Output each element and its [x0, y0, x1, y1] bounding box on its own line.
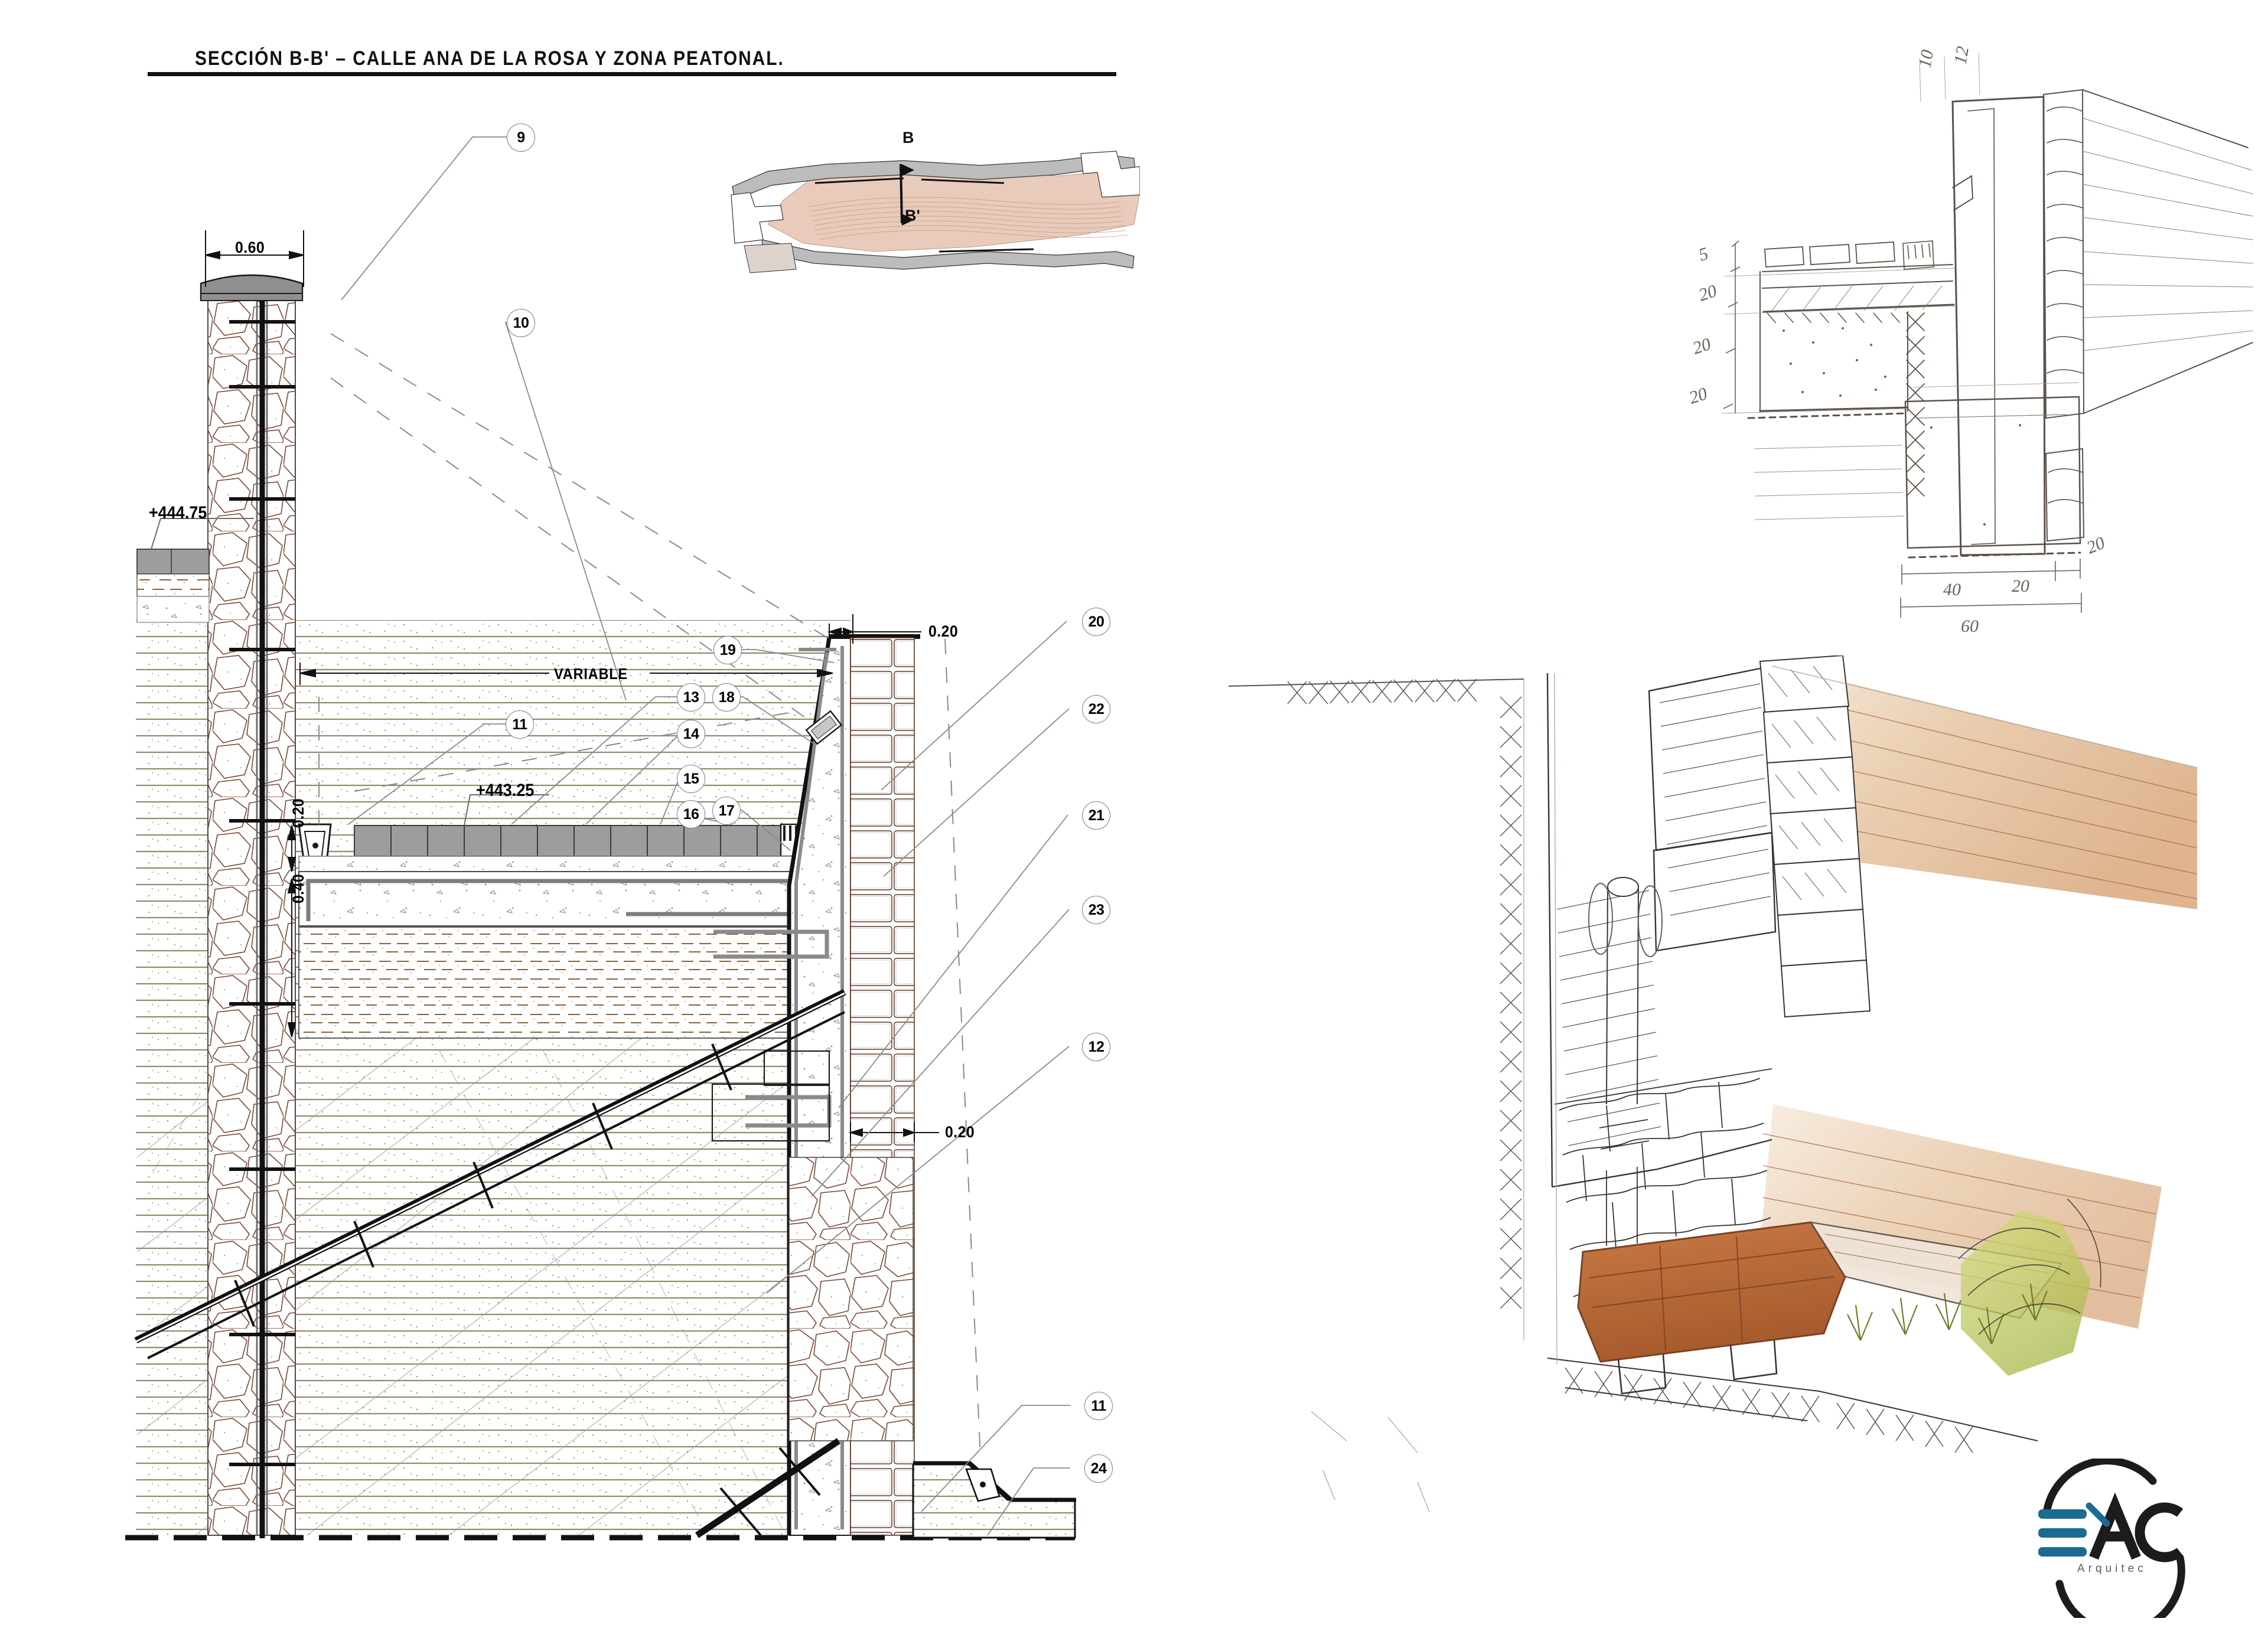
title-underline [148, 72, 1116, 76]
callout-21[interactable]: 21 [1082, 801, 1110, 830]
callout-14[interactable]: 14 [677, 720, 705, 748]
sketch-dim-40: 40 [1943, 580, 1961, 599]
logo-accent [2085, 1502, 2110, 1527]
sketch-dim-12: 12 [1950, 45, 1973, 66]
logo-subtitle: Arquitec [2077, 1562, 2147, 1575]
section-line-bb [900, 164, 914, 226]
sketch-dim-20e: 20 [2012, 576, 2029, 596]
callout-16[interactable]: 16 [677, 800, 705, 828]
logo-arc-top [2042, 1457, 2157, 1517]
callout-22[interactable]: 22 [1082, 695, 1110, 723]
dim-walk-width: VARIABLE [554, 665, 628, 683]
callout-24[interactable]: 24 [1084, 1454, 1113, 1483]
callout-11-upper[interactable]: 11 [506, 710, 534, 739]
dim-wall-cap-width: 0.60 [235, 239, 265, 256]
callout-13[interactable]: 13 [677, 683, 705, 712]
key-plan-svg [731, 151, 1140, 273]
dim-wall-base-width: 0.20 [945, 1123, 975, 1141]
sketch-dim-20a: 20 [1696, 281, 1719, 305]
callout-11-lower[interactable]: 11 [1084, 1392, 1113, 1420]
key-plan-label-b: B [902, 129, 914, 146]
dim-wall-top-width: 0.20 [928, 622, 959, 640]
callout-10[interactable]: 10 [507, 309, 535, 337]
callout-23[interactable]: 23 [1082, 896, 1110, 924]
logo-svg [2038, 1457, 2185, 1628]
sketch-top-right-svg: 5 20 20 20 20 40 20 60 10 12 [1687, 45, 2253, 636]
main-section-drawing [125, 230, 1076, 1541]
sketch-bottom-right [1193, 654, 2209, 1541]
sketch-dim-5: 5 [1696, 244, 1710, 265]
paving-slabs [354, 823, 819, 857]
callout-15[interactable]: 15 [677, 765, 705, 793]
sketch-bottom-right-svg [1228, 654, 2198, 1512]
sketch-dim-20d: 20 [2084, 533, 2107, 558]
logo-bar-1 [2038, 1509, 2087, 1519]
page-title: SECCIÓN B-B' – CALLE ANA DE LA ROSA Y ZO… [195, 47, 784, 70]
callout-19[interactable]: 19 [713, 636, 742, 664]
sketch-dim-60: 60 [1961, 616, 1979, 636]
callout-18[interactable]: 18 [712, 683, 741, 712]
dim-paving-thickness: 0.20 [289, 798, 307, 828]
company-logo: Arquitec [2005, 1457, 2241, 1628]
key-plan-label-b-prime: B' [905, 207, 920, 224]
elevation-top-of-wall: +444.75 [149, 503, 207, 523]
elevation-paving-level: +443.25 [476, 781, 535, 800]
sketch-dim-20c: 20 [1687, 384, 1710, 408]
dim-subbase-depth: 0.40 [289, 873, 307, 903]
callout-20[interactable]: 20 [1082, 608, 1110, 636]
sketch-top-right: 5 20 20 20 20 40 20 60 10 12 [1666, 35, 2256, 715]
sketch-dim-20b: 20 [1690, 334, 1713, 358]
callout-9[interactable]: 9 [507, 123, 535, 152]
callout-17[interactable]: 17 [712, 797, 741, 825]
callout-12[interactable]: 12 [1082, 1033, 1110, 1061]
logo-bar-3 [2038, 1547, 2087, 1557]
logo-bar-2 [2038, 1528, 2087, 1538]
logo-arc-bottom [2055, 1554, 2185, 1628]
key-plan: B B' [726, 129, 1140, 278]
section-svg [125, 230, 1076, 1541]
sheet-title-block: SECCIÓN B-B' – CALLE ANA DE LA ROSA Y ZO… [195, 47, 1199, 89]
sketch-dim-10: 10 [1915, 48, 1937, 69]
